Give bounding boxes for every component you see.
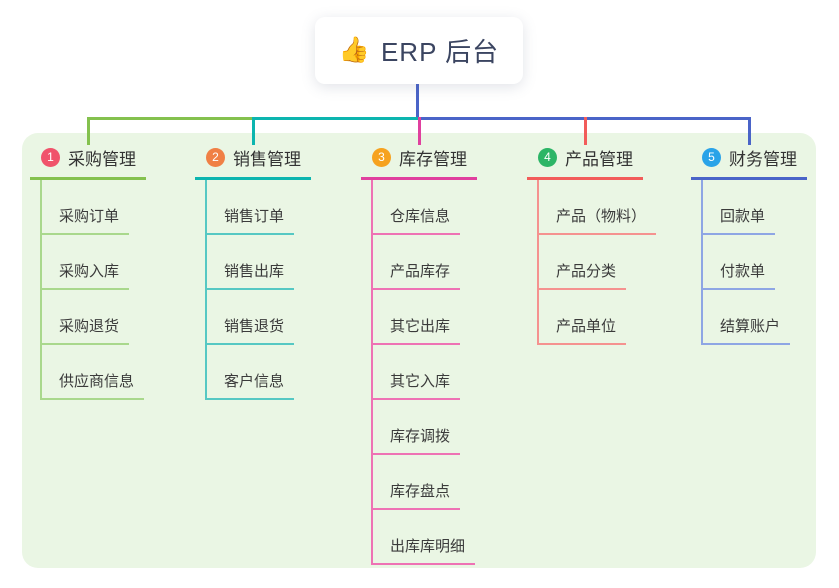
child-node[interactable]: 供应商信息 xyxy=(42,345,145,400)
branch-title: 库存管理 xyxy=(399,150,467,169)
child-node-label: 仓库信息 xyxy=(373,205,461,235)
branch-node[interactable]: 2 销售管理 xyxy=(195,145,311,180)
connector-branch-drop xyxy=(583,117,587,145)
branch-title: 财务管理 xyxy=(729,150,797,169)
child-node-label: 销售退货 xyxy=(207,315,295,345)
thumbs-up-icon: 👍 xyxy=(338,36,370,64)
child-node[interactable]: 库存调拨 xyxy=(373,400,475,455)
child-node-label: 采购订单 xyxy=(42,205,130,235)
child-node[interactable]: 客户信息 xyxy=(207,345,295,400)
child-node-label: 其它入库 xyxy=(373,370,461,400)
branch-node[interactable]: 1 采购管理 xyxy=(30,145,146,180)
child-node-label: 采购入库 xyxy=(42,260,130,290)
connector-root-stem xyxy=(416,84,419,120)
branch-children: 采购订单采购入库采购退货供应商信息 xyxy=(40,180,145,400)
branch-number-badge: 1 xyxy=(41,148,60,167)
branch-column: 2 销售管理 销售订单销售出库销售退货客户信息 xyxy=(195,145,311,400)
child-node-label: 产品（物料） xyxy=(539,205,657,235)
child-node-label: 库存调拨 xyxy=(373,425,461,455)
child-node[interactable]: 销售订单 xyxy=(207,180,295,235)
branch-number-badge: 4 xyxy=(538,148,557,167)
connector-branch-drop xyxy=(747,117,751,145)
connector-bus-mid xyxy=(251,117,421,120)
branch-number-badge: 2 xyxy=(206,148,225,167)
child-node-label: 产品分类 xyxy=(539,260,627,290)
child-node[interactable]: 产品分类 xyxy=(539,235,656,290)
child-node-label: 客户信息 xyxy=(207,370,295,400)
branch-children: 产品（物料） 产品分类产品单位 xyxy=(537,180,657,345)
branch-children: 仓库信息产品库存其它出库其它入库库存调拨库存盘点出库库明细 xyxy=(371,180,476,565)
child-node[interactable]: 仓库信息 xyxy=(373,180,475,235)
child-node[interactable]: 产品库存 xyxy=(373,235,475,290)
child-node[interactable]: 出库库明细 xyxy=(373,510,476,565)
branch-node[interactable]: 4 产品管理 xyxy=(527,145,643,180)
branch-title: 采购管理 xyxy=(68,150,136,169)
root-node-label: ERP 后台 xyxy=(380,37,500,67)
branch-node[interactable]: 3 库存管理 xyxy=(361,145,477,180)
child-node-label: 回款单 xyxy=(703,205,776,235)
child-node-label: 供应商信息 xyxy=(42,370,145,400)
child-node[interactable]: 产品单位 xyxy=(539,290,656,345)
connector-branch-drop xyxy=(86,117,90,145)
child-node[interactable]: 库存盘点 xyxy=(373,455,475,510)
child-node[interactable]: 销售出库 xyxy=(207,235,295,290)
child-node[interactable]: 产品（物料） xyxy=(539,180,657,235)
child-node[interactable]: 结算账户 xyxy=(703,290,791,345)
branch-number-badge: 5 xyxy=(702,148,721,167)
child-node-label: 付款单 xyxy=(703,260,776,290)
connector-branch-drop xyxy=(251,117,255,145)
child-node[interactable]: 采购入库 xyxy=(42,235,144,290)
connector-branch-drop xyxy=(417,117,421,145)
branch-column: 5 财务管理 回款单付款单结算账户 xyxy=(691,145,807,345)
child-node-label: 销售出库 xyxy=(207,260,295,290)
branch-children: 销售订单销售出库销售退货客户信息 xyxy=(205,180,295,400)
child-node-label: 采购退货 xyxy=(42,315,130,345)
child-node[interactable]: 采购退货 xyxy=(42,290,144,345)
child-node-label: 销售订单 xyxy=(207,205,295,235)
branch-children: 回款单付款单结算账户 xyxy=(701,180,791,345)
branches-panel xyxy=(22,133,816,568)
child-node[interactable]: 回款单 xyxy=(703,180,790,235)
child-node[interactable]: 其它入库 xyxy=(373,345,475,400)
child-node-label: 库存盘点 xyxy=(373,480,461,510)
child-node-label: 产品库存 xyxy=(373,260,461,290)
child-node[interactable]: 采购订单 xyxy=(42,180,144,235)
child-node-label: 产品单位 xyxy=(539,315,627,345)
branch-column: 4 产品管理 产品（物料） 产品分类产品单位 xyxy=(527,145,657,345)
branch-column: 1 采购管理 采购订单采购入库采购退货供应商信息 xyxy=(30,145,146,400)
branch-node[interactable]: 5 财务管理 xyxy=(691,145,807,180)
child-node-label: 其它出库 xyxy=(373,315,461,345)
branch-title: 产品管理 xyxy=(565,150,633,169)
root-node[interactable]: 👍 ERP 后台 xyxy=(315,17,523,84)
child-node[interactable]: 销售退货 xyxy=(207,290,295,345)
child-node[interactable]: 其它出库 xyxy=(373,290,475,345)
branch-title: 销售管理 xyxy=(233,150,301,169)
child-node-label: 结算账户 xyxy=(703,315,791,345)
connector-bus-left xyxy=(86,117,255,120)
branch-column: 3 库存管理 仓库信息产品库存其它出库其它入库库存调拨库存盘点出库库明细 xyxy=(361,145,477,565)
child-node[interactable]: 付款单 xyxy=(703,235,790,290)
child-node-label: 出库库明细 xyxy=(373,535,476,565)
branch-number-badge: 3 xyxy=(372,148,391,167)
